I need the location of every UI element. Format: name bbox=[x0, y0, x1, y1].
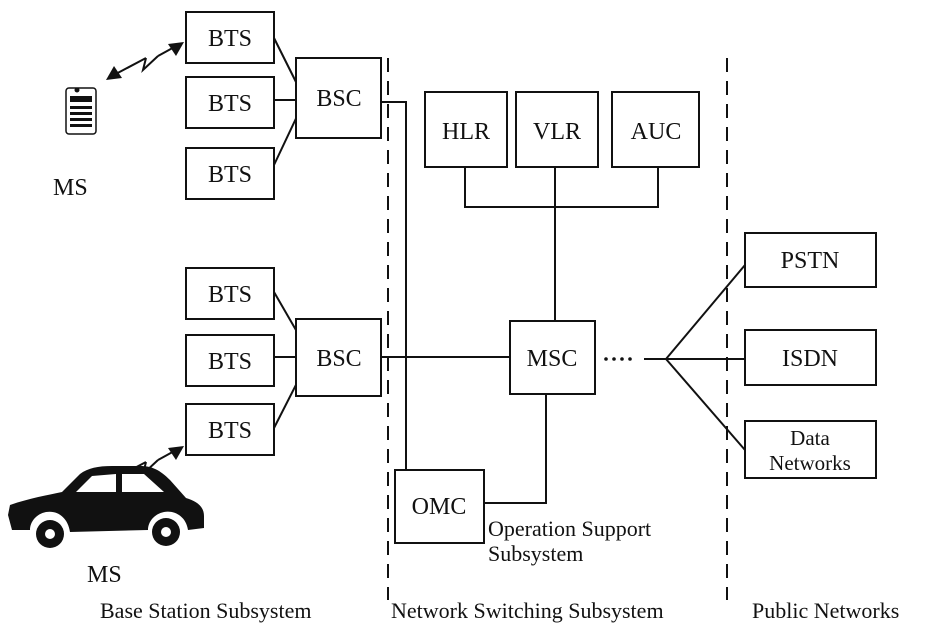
bts-label: BTS bbox=[208, 418, 252, 444]
radio-link-top bbox=[106, 42, 184, 80]
bts-box-3: BTS bbox=[185, 147, 275, 200]
pstn-box: PSTN bbox=[744, 232, 877, 288]
hlr-box: HLR bbox=[424, 91, 508, 168]
mobile-phone-icon bbox=[65, 87, 97, 135]
isdn-label: ISDN bbox=[782, 346, 838, 372]
auc-box: AUC bbox=[611, 91, 700, 168]
oss-label-line1: Operation Support bbox=[488, 516, 651, 541]
bts-box-4: BTS bbox=[185, 267, 275, 320]
data-networks-box: Data Networks bbox=[744, 420, 877, 479]
hlr-label: HLR bbox=[442, 119, 490, 145]
omc-box: OMC bbox=[394, 469, 485, 544]
oss-label-line2: Subsystem bbox=[488, 541, 583, 566]
bsc-box-bottom: BSC bbox=[295, 318, 382, 397]
bts-label: BTS bbox=[208, 26, 252, 52]
data-networks-label-line2: Networks bbox=[769, 451, 851, 475]
bts-label: BTS bbox=[208, 91, 252, 117]
car-icon bbox=[8, 466, 204, 548]
bsc-label: BSC bbox=[316, 346, 361, 372]
ms-car-label: MS bbox=[87, 562, 122, 588]
bts-box-1: BTS bbox=[185, 11, 275, 64]
bts-label: BTS bbox=[208, 349, 252, 375]
bts-label: BTS bbox=[208, 282, 252, 308]
connection-lines bbox=[273, 37, 746, 504]
msc-dotted-link bbox=[604, 357, 632, 361]
bts-box-6: BTS bbox=[185, 403, 275, 456]
omc-label: OMC bbox=[412, 494, 467, 520]
msc-box: MSC bbox=[509, 320, 596, 395]
section-public-label: Public Networks bbox=[752, 598, 899, 623]
bsc-label: BSC bbox=[316, 86, 361, 112]
vlr-box: VLR bbox=[515, 91, 599, 168]
data-networks-label-line1: Data bbox=[790, 426, 830, 450]
bsc-box-top: BSC bbox=[295, 57, 382, 139]
vlr-label: VLR bbox=[533, 119, 581, 145]
pstn-label: PSTN bbox=[781, 248, 840, 274]
bts-label: BTS bbox=[208, 162, 252, 188]
bts-box-2: BTS bbox=[185, 76, 275, 129]
msc-label: MSC bbox=[527, 346, 578, 372]
section-bss-label: Base Station Subsystem bbox=[100, 598, 311, 623]
bts-box-5: BTS bbox=[185, 334, 275, 387]
isdn-box: ISDN bbox=[744, 329, 877, 386]
auc-label: AUC bbox=[631, 119, 682, 145]
section-nss-label: Network Switching Subsystem bbox=[391, 598, 664, 623]
ms-phone-label: MS bbox=[53, 175, 88, 201]
